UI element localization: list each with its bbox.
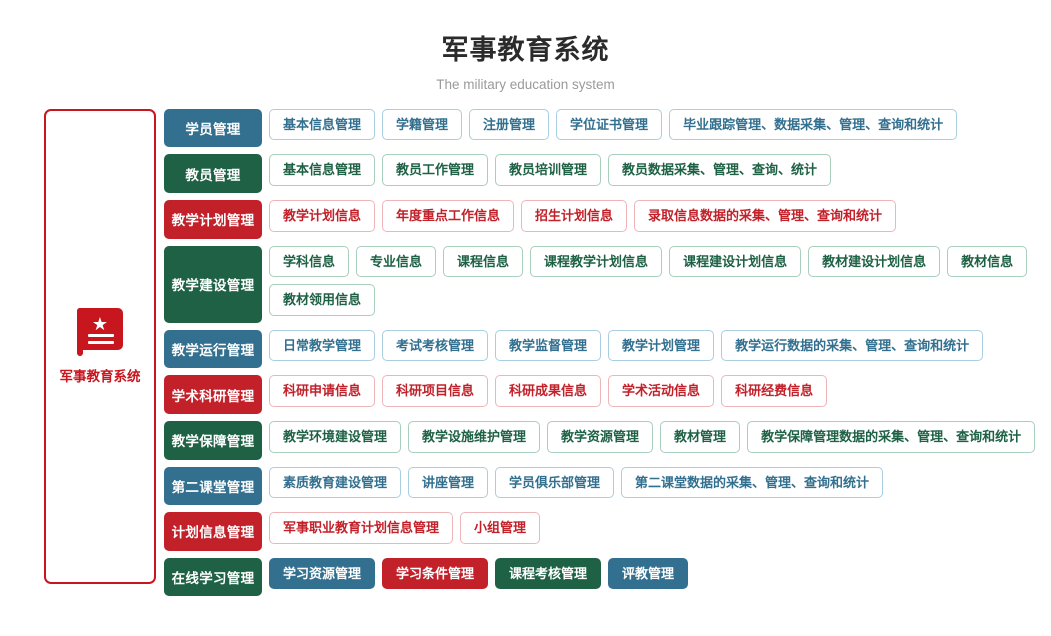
subitem-group: 基本信息管理学籍管理注册管理学位证书管理毕业跟踪管理、数据采集、管理、查询和统计 [269,108,964,148]
category-row: 学员管理基本信息管理学籍管理注册管理学位证书管理毕业跟踪管理、数据采集、管理、查… [164,108,1051,148]
subitem-button[interactable]: 科研申请信息 [269,375,376,407]
category-row: 教学计划管理教学计划信息年度重点工作信息招生计划信息录取信息数据的采集、管理、查… [164,199,1051,239]
subitem-button[interactable]: 军事职业教育计划信息管理 [269,512,454,544]
subitem-button[interactable]: 科研经费信息 [721,375,828,407]
subitem-button[interactable]: 课程教学计划信息 [530,245,663,278]
subitem-button[interactable]: 第二课堂数据的采集、管理、查询和统计 [621,466,884,499]
book-star-icon: ★ [77,307,123,356]
subitem-group: 科研申请信息科研项目信息科研成果信息学术活动信息科研经费信息 [269,375,834,414]
category-row: 第二课堂管理素质教育建设管理讲座管理学员俱乐部管理第二课堂数据的采集、管理、查询… [164,466,1051,506]
category-row: 教学建设管理学科信息专业信息课程信息课程教学计划信息课程建设计划信息教材建设计划… [164,245,1051,323]
subitem-button[interactable]: 教员培训管理 [495,154,602,186]
subitem-button[interactable]: 年度重点工作信息 [382,199,515,232]
page-title: 军事教育系统 [441,35,610,65]
subitem-button[interactable]: 教学计划信息 [269,199,376,232]
subitem-button[interactable]: 学籍管理 [382,108,463,141]
subitem-button[interactable]: 基本信息管理 [269,154,376,186]
subitem-button[interactable]: 毕业跟踪管理、数据采集、管理、查询和统计 [669,108,958,141]
subitem-group: 教学环境建设管理教学设施维护管理教学资源管理教材管理教学保障管理数据的采集、管理… [269,420,1042,460]
sidebar-system-card[interactable]: ★ 军事教育系统 [44,108,156,584]
category-label[interactable]: 在线学习管理 [164,557,262,597]
subitem-button[interactable]: 教学设施维护管理 [408,420,541,453]
category-label[interactable]: 学术科研管理 [164,375,262,414]
subitem-group: 教学计划信息年度重点工作信息招生计划信息录取信息数据的采集、管理、查询和统计 [269,199,903,239]
subitem-button[interactable]: 教材领用信息 [269,284,376,316]
category-label[interactable]: 计划信息管理 [164,512,262,551]
category-row: 教员管理基本信息管理教员工作管理教员培训管理教员数据采集、管理、查询、统计 [164,154,1051,193]
subitem-group: 基本信息管理教员工作管理教员培训管理教员数据采集、管理、查询、统计 [269,154,838,193]
subitem-button[interactable]: 科研项目信息 [382,375,489,407]
sidebar-label: 军事教育系统 [59,368,141,384]
subitem-button[interactable]: 教学保障管理数据的采集、管理、查询和统计 [747,420,1036,453]
subitem-button[interactable]: 教材管理 [660,420,741,453]
subitem-button[interactable]: 学位证书管理 [556,108,663,141]
subitem-button[interactable]: 课程信息 [443,245,524,278]
subitem-group: 学习资源管理学习条件管理课程考核管理评教管理 [269,557,695,597]
category-row: 教学运行管理日常教学管理考试考核管理教学监督管理教学计划管理教学运行数据的采集、… [164,329,1051,369]
subitem-button[interactable]: 考试考核管理 [382,329,489,362]
page-content: ★ 军事教育系统 学员管理基本信息管理学籍管理注册管理学位证书管理毕业跟踪管理、… [0,92,1051,604]
subitem-group: 军事职业教育计划信息管理小组管理 [269,512,547,551]
subitem-button[interactable]: 教学计划管理 [608,329,715,362]
subitem-button[interactable]: 课程建设计划信息 [669,245,802,278]
subitem-button[interactable]: 教材建设计划信息 [808,245,941,278]
category-label[interactable]: 教学计划管理 [164,199,262,239]
subitem-button[interactable]: 学科信息 [269,245,350,278]
subitem-button[interactable]: 教员数据采集、管理、查询、统计 [608,154,832,186]
subitem-button[interactable]: 录取信息数据的采集、管理、查询和统计 [634,199,897,232]
subitem-button[interactable]: 教学环境建设管理 [269,420,402,453]
category-label[interactable]: 教员管理 [164,154,262,193]
category-row: 计划信息管理军事职业教育计划信息管理小组管理 [164,512,1051,551]
subitem-button[interactable]: 小组管理 [460,512,541,544]
category-rows: 学员管理基本信息管理学籍管理注册管理学位证书管理毕业跟踪管理、数据采集、管理、查… [164,108,1051,604]
subitem-button[interactable]: 专业信息 [356,245,437,278]
subitem-button[interactable]: 讲座管理 [408,466,489,499]
subitem-button[interactable]: 学术活动信息 [608,375,715,407]
category-row: 在线学习管理学习资源管理学习条件管理课程考核管理评教管理 [164,557,1051,597]
category-label[interactable]: 第二课堂管理 [164,466,262,506]
category-label[interactable]: 教学建设管理 [164,245,262,323]
subitem-button[interactable]: 评教管理 [608,557,689,590]
subitem-button[interactable]: 教学运行数据的采集、管理、查询和统计 [721,329,984,362]
subitem-group: 学科信息专业信息课程信息课程教学计划信息课程建设计划信息教材建设计划信息教材信息… [269,245,1051,323]
subitem-button[interactable]: 日常教学管理 [269,329,376,362]
subitem-button[interactable]: 教学监督管理 [495,329,602,362]
subitem-button[interactable]: 教材信息 [947,245,1028,278]
subitem-button[interactable]: 学习资源管理 [269,557,376,590]
subitem-button[interactable]: 招生计划信息 [521,199,628,232]
category-row: 学术科研管理科研申请信息科研项目信息科研成果信息学术活动信息科研经费信息 [164,375,1051,414]
subitem-button[interactable]: 教员工作管理 [382,154,489,186]
subitem-button[interactable]: 学员俱乐部管理 [495,466,615,499]
subitem-button[interactable]: 基本信息管理 [269,108,376,141]
subitem-group: 日常教学管理考试考核管理教学监督管理教学计划管理教学运行数据的采集、管理、查询和… [269,329,990,369]
page-subtitle: The military education system [436,76,615,92]
category-row: 教学保障管理教学环境建设管理教学设施维护管理教学资源管理教材管理教学保障管理数据… [164,420,1051,460]
subitem-button[interactable]: 注册管理 [469,108,550,141]
category-label[interactable]: 教学保障管理 [164,420,262,460]
subitem-button[interactable]: 学习条件管理 [382,557,489,590]
subitem-button[interactable]: 教学资源管理 [547,420,654,453]
subitem-button[interactable]: 素质教育建设管理 [269,466,402,499]
subitem-button[interactable]: 课程考核管理 [495,557,602,590]
category-label[interactable]: 教学运行管理 [164,329,262,369]
category-label[interactable]: 学员管理 [164,108,262,148]
subitem-button[interactable]: 科研成果信息 [495,375,602,407]
subitem-group: 素质教育建设管理讲座管理学员俱乐部管理第二课堂数据的采集、管理、查询和统计 [269,466,890,506]
page-header: 军事教育系统 The military education system [0,0,1051,92]
